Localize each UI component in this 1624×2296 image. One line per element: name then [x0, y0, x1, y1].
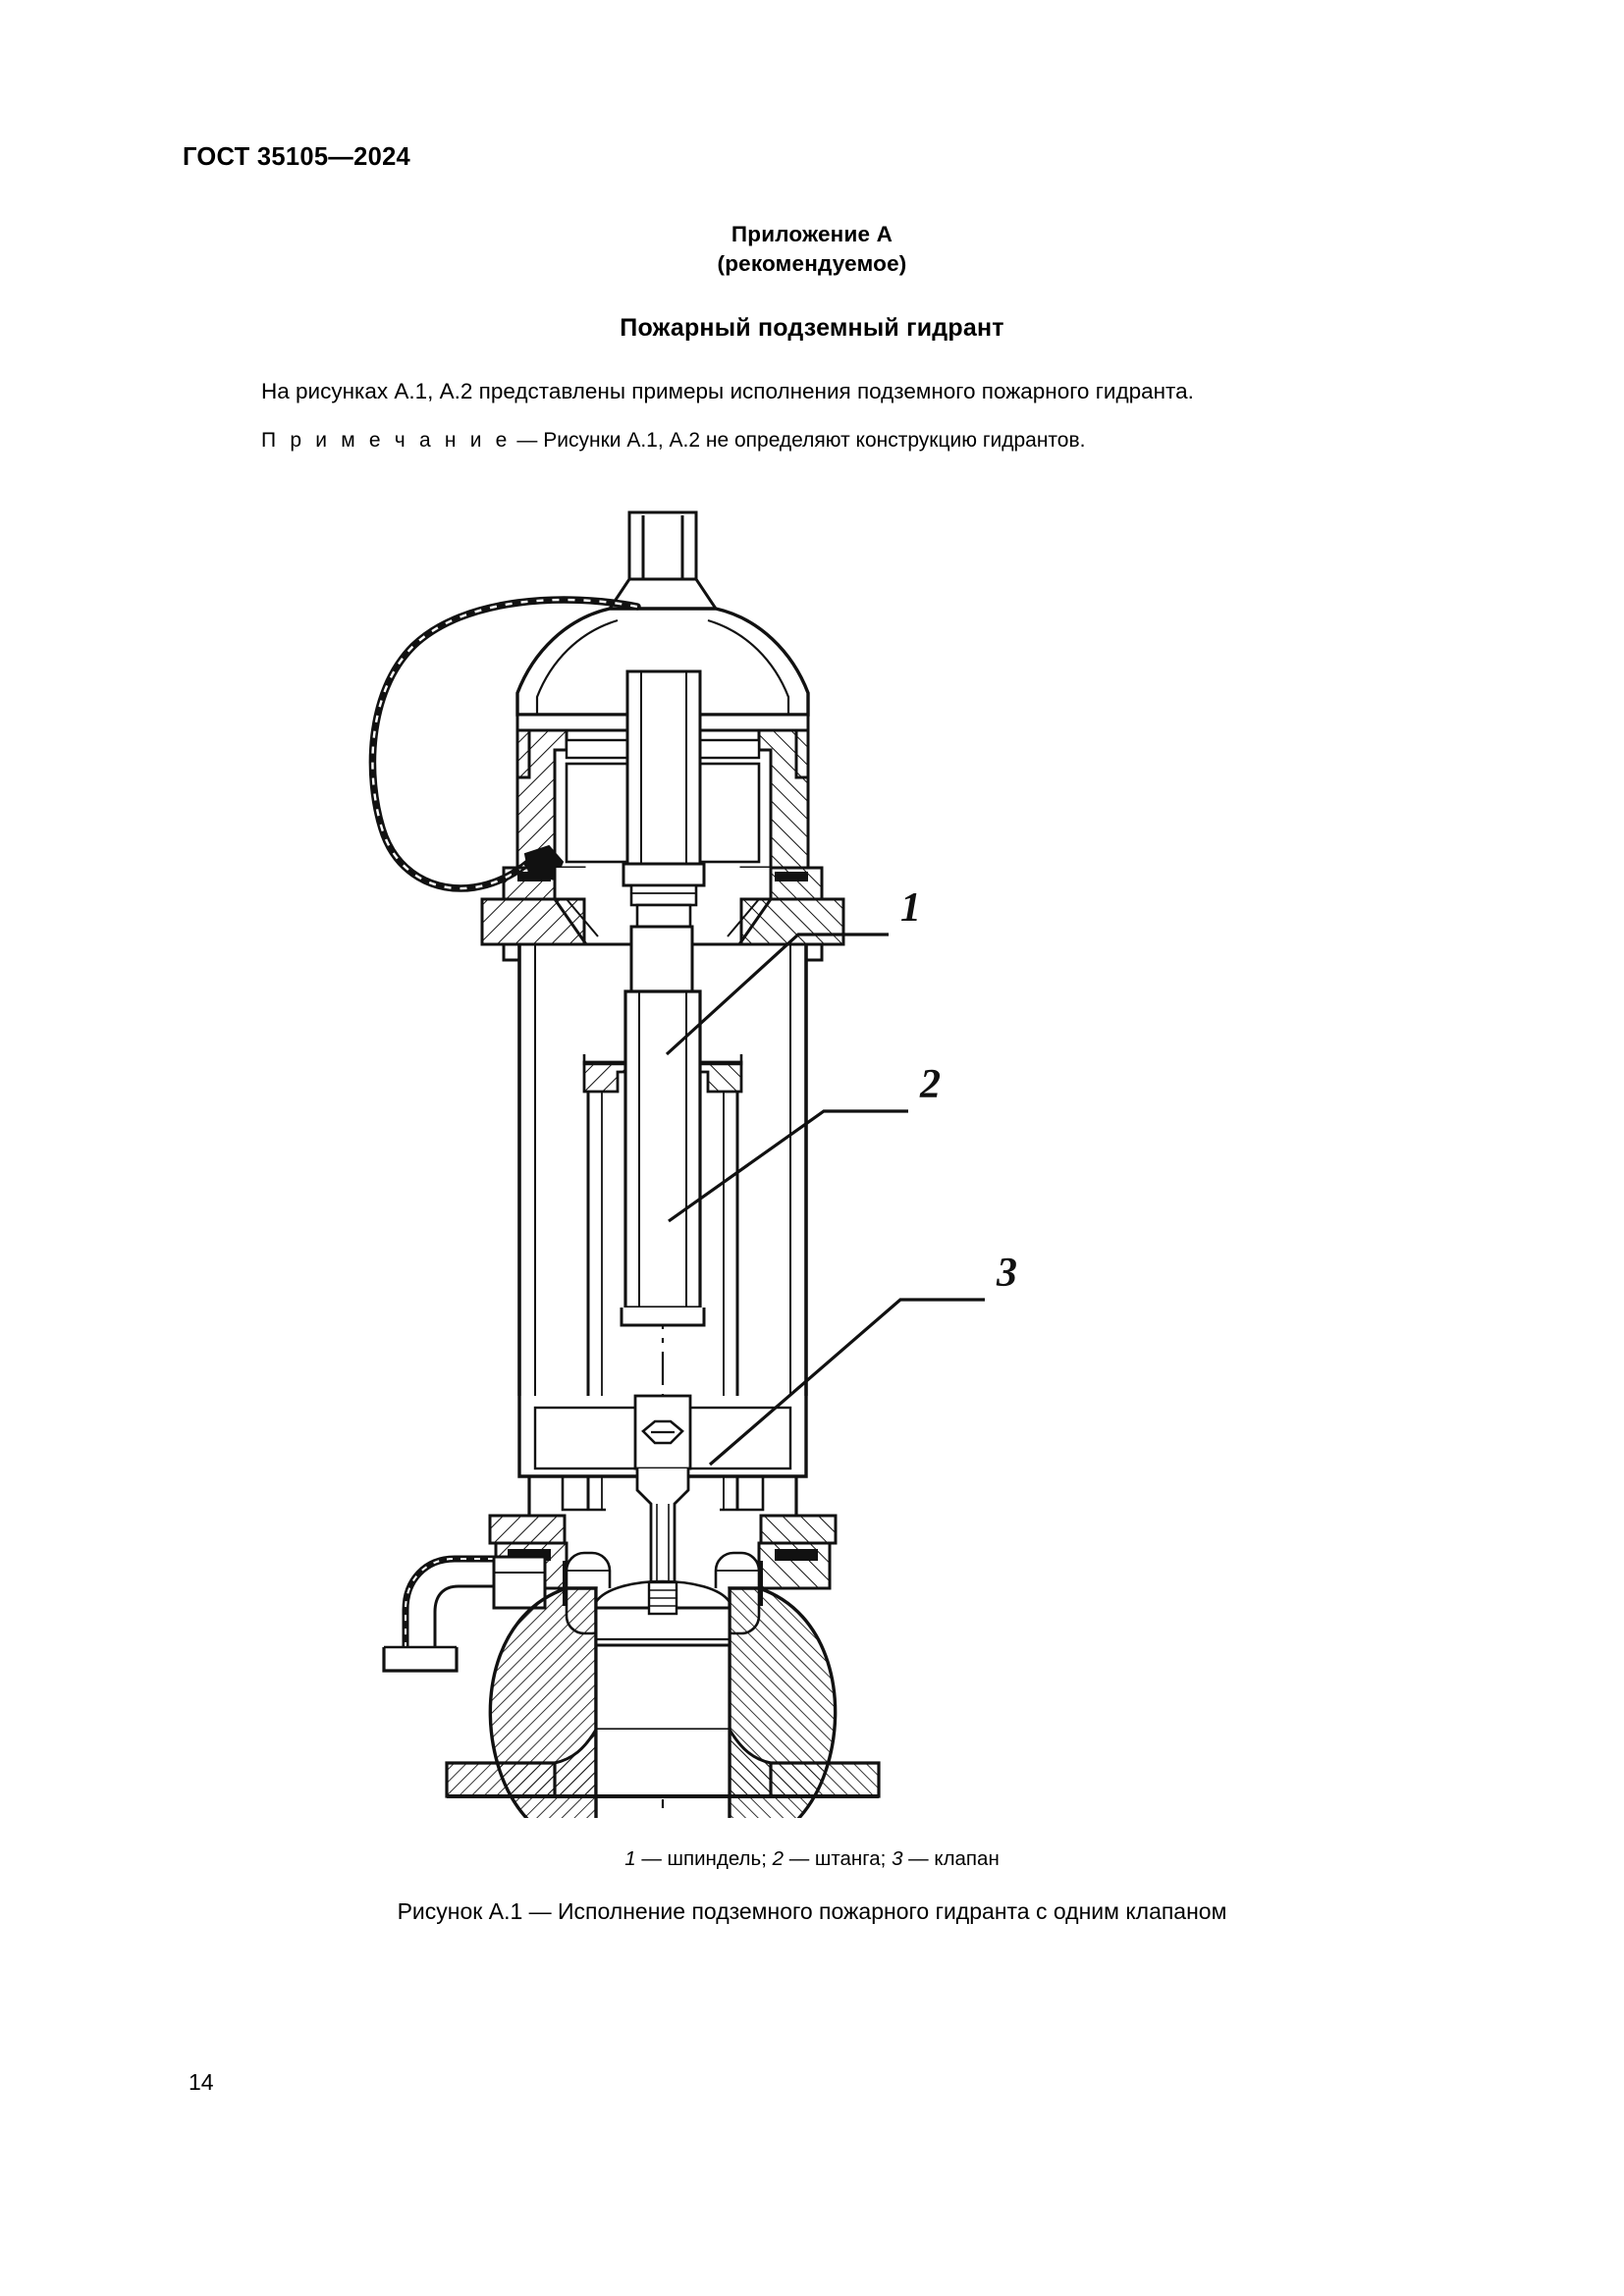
dome-cap — [515, 607, 810, 779]
annex-heading-block: Приложение А (рекомендуемое) — [0, 220, 1624, 279]
legend-name-1: шпиндель; — [667, 1847, 767, 1870]
legend-dash-3: — — [902, 1847, 935, 1870]
legend-name-2: штанга; — [814, 1847, 887, 1870]
spindle — [623, 925, 702, 1309]
valve-body-top — [517, 1394, 808, 1604]
upper-flange — [480, 862, 845, 946]
running-header-standard-number: ГОСТ 35105—2024 — [183, 143, 411, 171]
legend-dash-1: — — [635, 1847, 668, 1870]
page-number: 14 — [189, 2069, 214, 2095]
leader-line-1 — [665, 933, 889, 1056]
figure-legend: 1 — шпиндель; 2 — штанга; 3 — клапан — [0, 1847, 1624, 1871]
legend-index-1: 1 — [624, 1847, 636, 1870]
legend-index-3: 3 — [892, 1847, 903, 1870]
legend-index-2: 2 — [772, 1847, 784, 1870]
callout-label-3: 3 — [996, 1251, 1017, 1296]
barrel — [502, 944, 824, 1396]
hydrant-cross-section-drawing: 1 2 3 — [368, 510, 1017, 1818]
annex-title: Приложение А — [731, 222, 893, 246]
callout-label-1: 1 — [900, 885, 921, 931]
annex-status: (рекомендуемое) — [717, 251, 907, 276]
operating-nut — [607, 510, 719, 611]
section-title: Пожарный подземный гидрант — [620, 314, 1004, 342]
legend-name-3: клапан — [934, 1847, 1000, 1870]
figure-a1: 1 2 3 — [0, 483, 1624, 1818]
paragraph-intro: На рисунках А.1, А.2 представлены пример… — [261, 379, 1194, 403]
note-text: — Рисунки А.1, А.2 не определяют констру… — [511, 429, 1086, 452]
drain-elbow — [382, 1555, 547, 1673]
callout-leaders — [665, 933, 985, 1467]
callout-label-2: 2 — [919, 1062, 941, 1107]
note-label: П р и м е ч а н и е — [261, 429, 512, 452]
figure-caption: Рисунок А.1 — Исполнение подземного пожа… — [397, 1898, 1227, 1924]
bonnet-housing — [515, 669, 810, 870]
paragraph-note: П р и м е ч а н и е — Рисунки А.1, А.2 н… — [261, 426, 1449, 455]
base-flange — [445, 1724, 881, 1798]
legend-dash-2: — — [784, 1847, 815, 1870]
